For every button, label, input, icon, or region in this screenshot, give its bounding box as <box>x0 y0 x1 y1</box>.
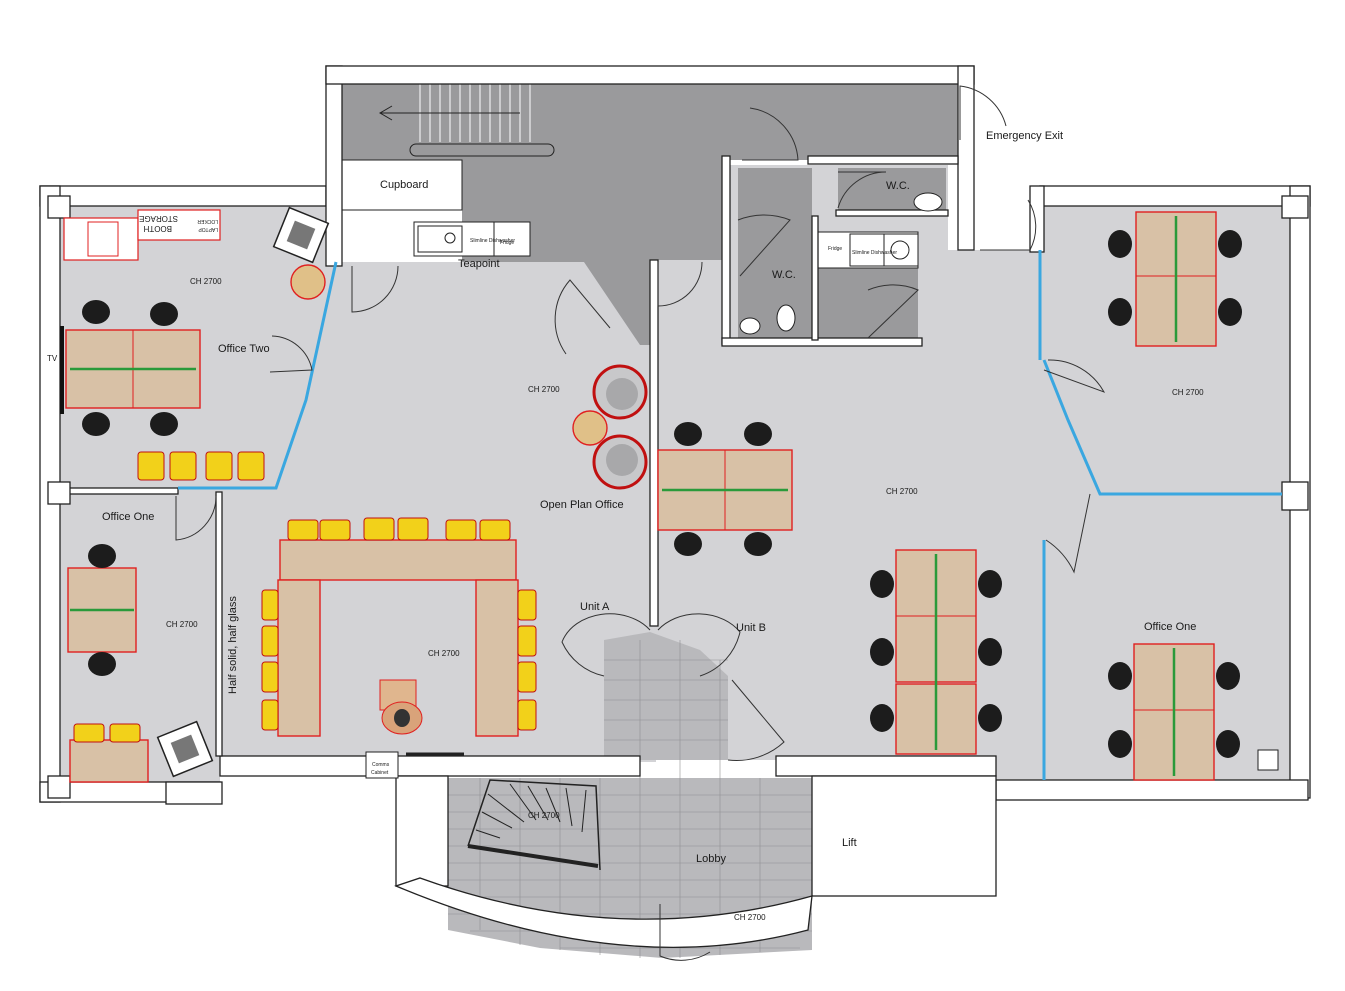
dishwasher-label: Slimline Dishwasher <box>852 250 897 256</box>
ceiling-height: CH 2700 <box>528 385 560 394</box>
ceiling-height: CH 2700 <box>166 620 198 629</box>
walls <box>39 65 1311 948</box>
emergency-exit-label: Emergency Exit <box>986 130 1063 142</box>
dishwasher-label: Slimline Dishwasher <box>470 238 515 244</box>
fridge-label: Fridge <box>828 246 842 252</box>
fixtures <box>413 192 943 335</box>
lobby-label: Lobby <box>696 853 726 865</box>
doors <box>175 85 1106 961</box>
lounge-seating <box>572 364 648 490</box>
ceiling-height: CH 2700 <box>528 811 560 820</box>
office-one-right-desks <box>1108 643 1279 781</box>
comms-cabinet-label: Cabinet <box>371 770 389 776</box>
ceiling-height: CH 2700 <box>886 487 918 496</box>
wc-label: W.C. <box>772 269 796 281</box>
laptop-label: LAPTOP <box>198 226 218 232</box>
office-two-soft-seating <box>137 206 330 481</box>
room-labels: Emergency Exit Cupboard Teapoint W.C. W.… <box>47 130 1196 865</box>
service-core <box>339 84 958 345</box>
unit-b-label: Unit B <box>736 622 766 634</box>
lift-label: Lift <box>842 837 857 849</box>
meeting-u-table <box>261 517 537 779</box>
open-plan-office-label: Open Plan Office <box>540 499 624 511</box>
unit-a-label: Unit A <box>580 601 610 613</box>
locker-label: LOCKER <box>197 218 218 224</box>
open-plan-desk-column <box>870 549 1002 755</box>
ceiling-height: CH 2700 <box>190 277 222 286</box>
main-stair <box>379 84 555 157</box>
storage-label: STORAGE <box>139 214 178 223</box>
teapoint-label: Teapoint <box>458 258 500 270</box>
open-plan-desk-cluster <box>657 422 793 556</box>
fridge-label: Fridge <box>500 240 514 246</box>
booth-label: BOOTH <box>143 224 172 233</box>
ceiling-height: CH 2700 <box>1172 388 1204 397</box>
office-one-left-label: Office One <box>102 511 154 523</box>
ceiling-height-labels: CH 2700 CH 2700 CH 2700 CH 2700 CH 2700 … <box>166 277 1204 922</box>
tv-label: TV <box>47 354 58 363</box>
ceiling-height: CH 2700 <box>428 649 460 658</box>
wc-label: W.C. <box>886 180 910 192</box>
right-upper-office-desks <box>1108 211 1242 347</box>
office-one-left-desks <box>67 544 214 783</box>
comms-cabinet-label: Comms <box>372 762 390 768</box>
office-two-desks <box>65 300 201 436</box>
ceiling-height: CH 2700 <box>734 913 766 922</box>
office-two-label: Office Two <box>218 343 270 355</box>
glazed-partitions <box>60 250 1282 780</box>
cupboard-label: Cupboard <box>380 179 428 191</box>
office-one-right-label: Office One <box>1144 621 1196 633</box>
partition-note: Half solid, half glass <box>227 596 239 694</box>
storage-units <box>63 209 221 261</box>
